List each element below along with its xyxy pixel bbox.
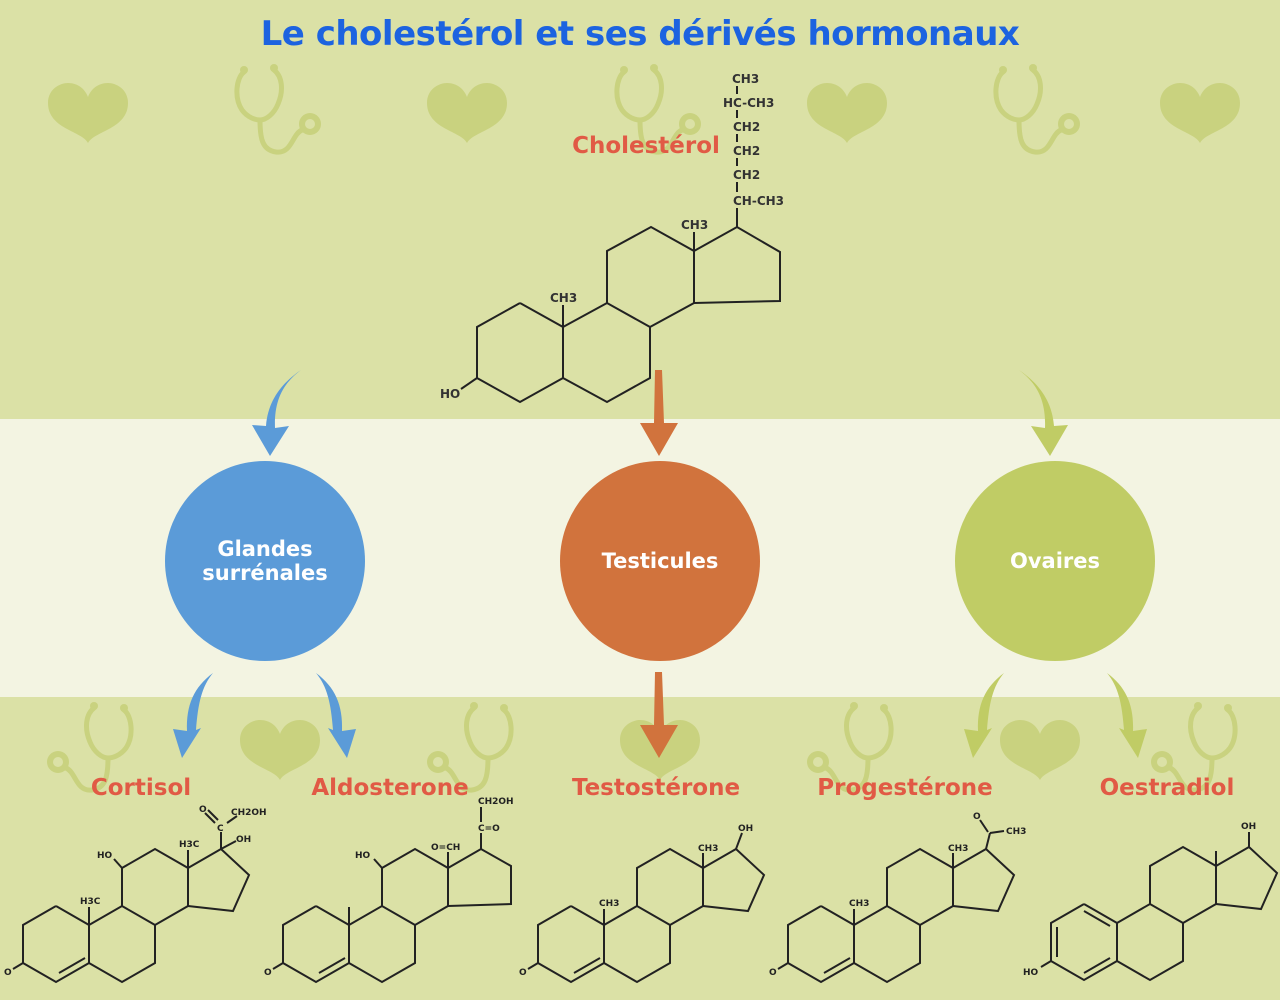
arrow-to-adrenal bbox=[252, 370, 301, 456]
chain-atom: CH2 bbox=[733, 168, 760, 182]
hormone-label-progesterone: Progestérone bbox=[817, 775, 993, 801]
arrow-to-ovaries bbox=[1019, 370, 1068, 456]
svg-text:O: O bbox=[264, 968, 272, 978]
organ-label: Glandes surrénales bbox=[202, 537, 328, 585]
svg-text:H3C: H3C bbox=[80, 897, 101, 907]
svg-text:O=CH: O=CH bbox=[431, 843, 460, 853]
page-title: Le cholestérol et ses dérivés hormonaux bbox=[260, 14, 1020, 54]
arrow-to-aldosterone bbox=[316, 673, 356, 758]
methyl-label: CH3 bbox=[550, 291, 577, 305]
testosterone-molecule: OH CH3 CH3 O bbox=[519, 824, 766, 984]
svg-text:OH: OH bbox=[738, 824, 753, 834]
svg-text:CH3: CH3 bbox=[599, 899, 619, 909]
svg-text:CH3: CH3 bbox=[849, 899, 869, 909]
top-band bbox=[0, 0, 1280, 419]
svg-text:CH2OH: CH2OH bbox=[231, 808, 267, 818]
oestradiol-molecule: OH HO bbox=[1023, 822, 1279, 982]
svg-text:OH: OH bbox=[1241, 822, 1256, 832]
chain-atom: CH2 bbox=[733, 120, 760, 134]
arrow-to-cortisol bbox=[173, 673, 213, 758]
arrow-to-progesterone bbox=[964, 673, 1004, 758]
svg-text:O: O bbox=[199, 805, 207, 815]
svg-text:CH3: CH3 bbox=[1006, 827, 1026, 837]
progesterone-molecule: O CH3 CH3 CH3 O bbox=[769, 812, 1026, 984]
aldosterone-molecule: CH2OH C=O O=CH HO O bbox=[264, 797, 514, 984]
svg-text:HO: HO bbox=[355, 851, 371, 861]
svg-text:CH2OH: CH2OH bbox=[478, 797, 514, 807]
organ-testes: Testicules bbox=[560, 461, 760, 661]
svg-text:O: O bbox=[973, 812, 981, 822]
svg-text:O: O bbox=[769, 968, 777, 978]
hormone-label-testosterone: Testostérone bbox=[571, 775, 741, 801]
hormone-label-aldosterone: Aldosterone bbox=[311, 775, 469, 801]
svg-text:CH3: CH3 bbox=[948, 844, 968, 854]
svg-text:C: C bbox=[217, 824, 224, 834]
svg-text:HO: HO bbox=[97, 851, 113, 861]
chain-atom: CH3 bbox=[732, 72, 759, 86]
hormone-label-oestradiol: Oestradiol bbox=[1099, 775, 1235, 801]
organ-label: Testicules bbox=[601, 549, 719, 573]
organ-adrenal-glands: Glandes surrénales bbox=[165, 461, 365, 661]
svg-text:HO: HO bbox=[1023, 968, 1039, 978]
methyl-label: CH3 bbox=[681, 218, 708, 232]
chain-atom: CH2 bbox=[733, 144, 760, 158]
arrow-to-testes bbox=[640, 370, 678, 456]
svg-text:O: O bbox=[4, 968, 12, 978]
svg-text:OH: OH bbox=[236, 835, 251, 845]
hydroxyl-label: HO bbox=[440, 387, 460, 401]
organ-ovaries: Ovaires bbox=[955, 461, 1155, 661]
svg-text:CH3: CH3 bbox=[698, 844, 718, 854]
arrow-to-testosterone bbox=[640, 672, 678, 758]
chain-atom: CH-CH3 bbox=[733, 194, 784, 208]
svg-text:H3C: H3C bbox=[179, 840, 200, 850]
svg-text:O: O bbox=[519, 968, 527, 978]
chain-atom: HC-CH3 bbox=[723, 96, 774, 110]
organ-label: Ovaires bbox=[1009, 549, 1100, 573]
cholesterol-label: Cholestérol bbox=[572, 133, 720, 159]
svg-text:C=O: C=O bbox=[478, 824, 500, 834]
cortisol-molecule: O C CH2OH OH HO H3C H3C O bbox=[4, 805, 267, 984]
arrow-to-oestradiol bbox=[1107, 673, 1147, 758]
hormone-label-cortisol: Cortisol bbox=[90, 775, 192, 801]
